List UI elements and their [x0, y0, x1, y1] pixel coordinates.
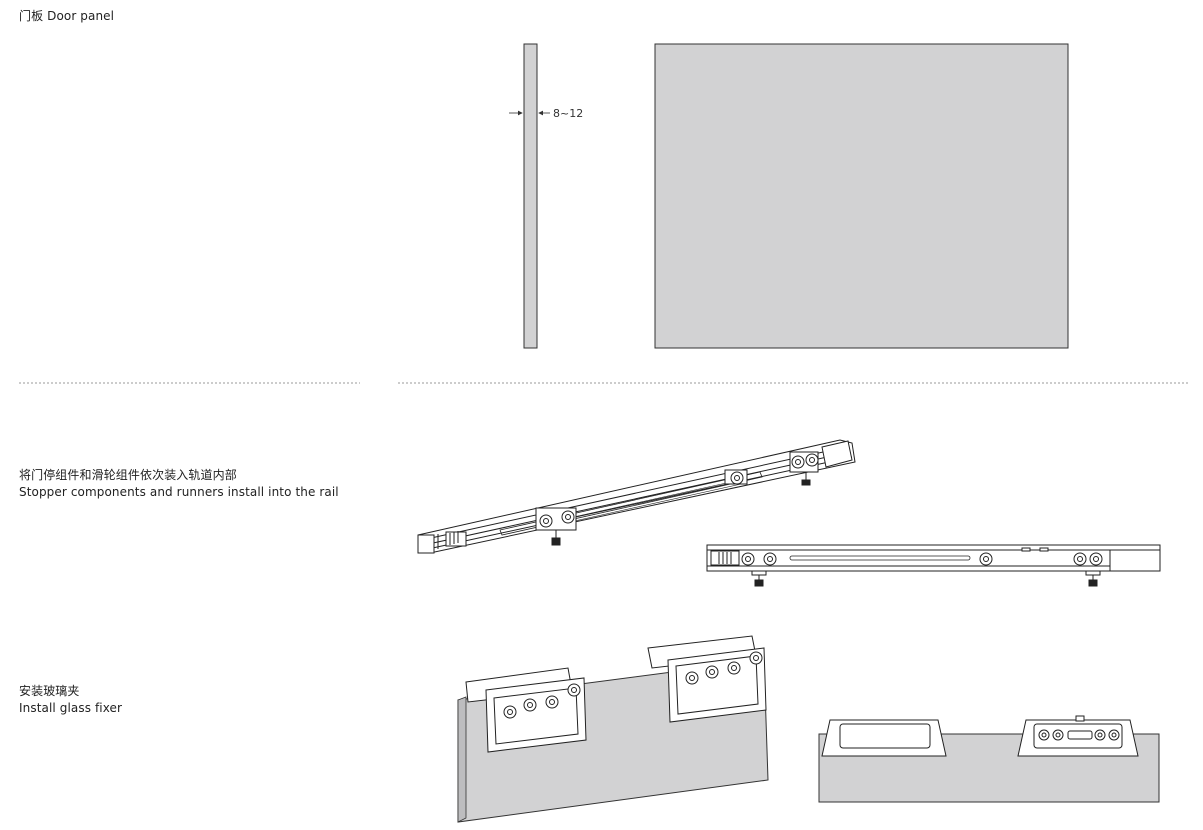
rail-perspective-view — [417, 439, 856, 554]
thickness-dimension-label: 8~12 — [553, 107, 583, 120]
rail-step-title-cn: 将门停组件和滑轮组件依次装入轨道内部 — [19, 468, 237, 482]
rail-step-caption: 将门停组件和滑轮组件依次装入轨道内部 Stopper components an… — [19, 467, 339, 501]
glass-panel-front-view — [818, 715, 1160, 803]
fixer-step-title-en: Install glass fixer — [19, 701, 123, 715]
fixer-step-caption: 安装玻璃夹 Install glass fixer — [19, 683, 122, 717]
thickness-dimension: 8~12 — [509, 107, 583, 120]
door-panel-side-view — [523, 43, 538, 349]
fixer-step-title-cn: 安装玻璃夹 — [19, 684, 80, 698]
rail-front-view — [706, 544, 1161, 587]
door-panel-front-view — [654, 43, 1069, 349]
glass-panel-perspective-view — [457, 635, 769, 823]
door-panel-title: 门板 Door panel — [19, 9, 115, 23]
rail-step-title-en: Stopper components and runners install i… — [19, 485, 339, 499]
